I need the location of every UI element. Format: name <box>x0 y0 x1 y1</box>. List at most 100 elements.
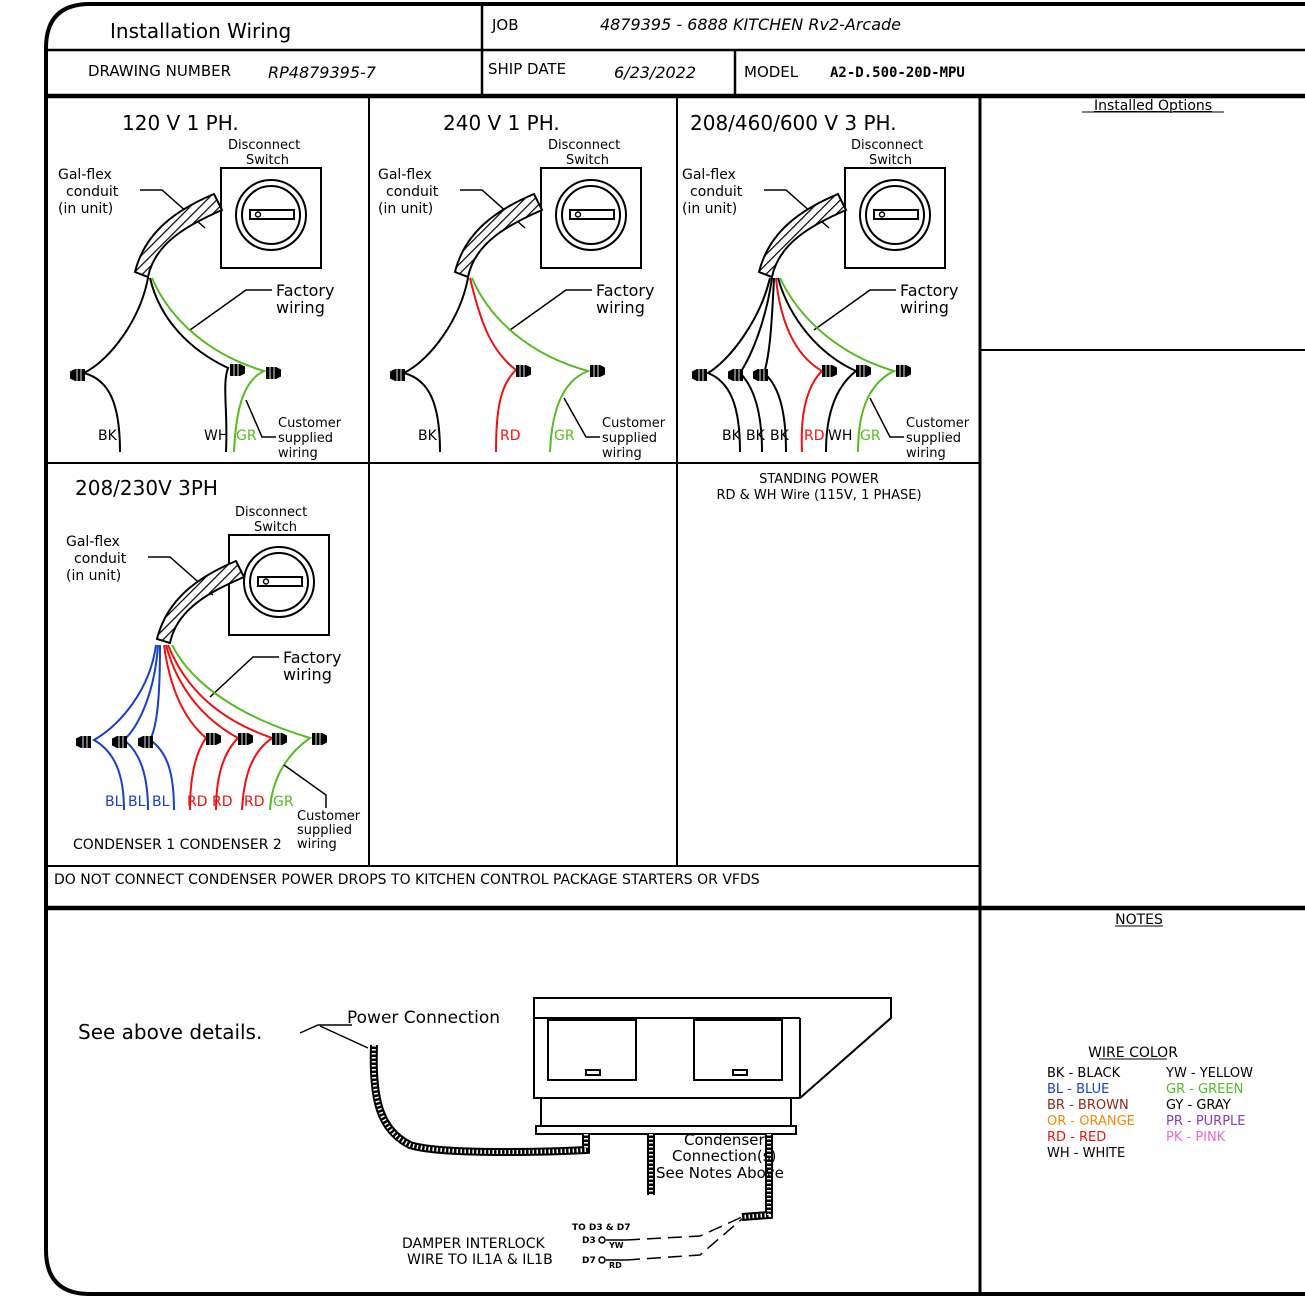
customer-label-2: supplied <box>297 823 352 838</box>
customer-label-3: wiring <box>906 446 946 461</box>
d7-label: D7 <box>582 1256 596 1266</box>
wire-label: GR <box>236 428 257 444</box>
wire-color-entry: PK - PINK <box>1166 1130 1226 1145</box>
gal-flex-conduit <box>757 192 848 279</box>
factory-label-1: Factory <box>283 648 341 667</box>
disconnect-switch-icon <box>228 534 330 636</box>
exhaust-hood-icon <box>533 997 892 1135</box>
model-label: MODEL <box>744 63 799 81</box>
wire-label: BK <box>98 428 118 444</box>
wire-color-entry: BR - BROWN <box>1047 1098 1129 1113</box>
disconnect-label-2: Switch <box>566 153 609 168</box>
wire-color-entry: BL - BLUE <box>1047 1082 1109 1097</box>
disconnect-label-1: Disconnect <box>851 138 923 153</box>
condenser-label-2: Connection(s) <box>672 1147 776 1165</box>
wire-label: BL <box>105 794 123 810</box>
factory-label-2: wiring <box>900 298 949 317</box>
panel-title: 208/460/600 V 3 PH. <box>690 111 897 135</box>
wire-label: GR <box>273 794 294 810</box>
conduit-label-2: conduit <box>66 184 119 200</box>
customer-label-2: supplied <box>278 431 333 446</box>
wire-label: GR <box>554 428 575 444</box>
wire-label: RD <box>500 428 521 444</box>
wire-color-title: WIRE COLOR <box>1088 1045 1178 1061</box>
wire-color-entry: BK - BLACK <box>1047 1066 1121 1081</box>
see-above-label: See above details. <box>78 1020 262 1044</box>
drawing-number-value: RP4879395-7 <box>268 63 377 82</box>
customer-label-3: wiring <box>278 446 318 461</box>
panel-title: 240 V 1 PH. <box>443 111 560 135</box>
damper-wire <box>625 1216 743 1241</box>
conduit-label-1: Gal-flex <box>58 167 112 183</box>
wire-color-entry: YW - YELLOW <box>1165 1066 1253 1081</box>
job-label: JOB <box>491 16 519 34</box>
factory-label-1: Factory <box>276 281 334 300</box>
wire-label: WH <box>204 428 228 444</box>
condenser-label-3: See Notes Above <box>656 1164 784 1182</box>
condenser-label-1: Condenser <box>684 1131 765 1149</box>
conduit-label-1: Gal-flex <box>682 167 736 183</box>
conduit-label-2: conduit <box>386 184 439 200</box>
disconnect-switch-icon <box>540 167 642 269</box>
damper-label-2: WIRE TO IL1A & IL1B <box>407 1252 553 1268</box>
panel-240v-1ph: 240 V 1 PH. Disconnect Switch Gal-flex c… <box>378 111 666 461</box>
conduit-label-3: (in unit) <box>378 201 433 217</box>
factory-label-1: Factory <box>596 281 654 300</box>
installed-options-heading: Installed Options <box>1094 98 1212 114</box>
disconnect-label-1: Disconnect <box>548 138 620 153</box>
gal-flex-conduit <box>155 559 246 645</box>
wire-label: BK <box>746 428 766 444</box>
warning-text: DO NOT CONNECT CONDENSER POWER DROPS TO … <box>54 872 760 888</box>
customer-label-3: wiring <box>602 446 642 461</box>
customer-label-2: supplied <box>906 431 961 446</box>
wire-label: RD <box>804 428 825 444</box>
condenser-footer: CONDENSER 1 CONDENSER 2 <box>73 837 282 853</box>
wire-label: RD <box>212 794 233 810</box>
factory-label-2: wiring <box>276 298 325 317</box>
unit-installation-detail: See above details. Power Connection Cond… <box>78 997 892 1270</box>
disconnect-label-2: Switch <box>246 153 289 168</box>
wire-label: BL <box>128 794 146 810</box>
wire-label: BK <box>418 428 438 444</box>
wire-color-entry: RD - RED <box>1047 1130 1106 1145</box>
customer-label-1: Customer <box>906 416 970 431</box>
wire-color-entry: GR - GREEN <box>1166 1082 1243 1097</box>
standing-power-title: STANDING POWER <box>759 472 879 487</box>
wire-label: BK <box>770 428 790 444</box>
panel-208-230v-3ph: 208/230V 3PH Disconnect Switch Gal-flex … <box>66 476 361 853</box>
customer-label-1: Customer <box>278 416 342 431</box>
wire-label: GR <box>860 428 881 444</box>
damper-wire <box>625 1218 743 1261</box>
d3-label: D3 <box>582 1236 596 1246</box>
wire-color-entry: PR - PURPLE <box>1166 1114 1246 1129</box>
wire-label: RD <box>244 794 265 810</box>
conduit-label-3: (in unit) <box>682 201 737 217</box>
wire-label: WH <box>828 428 852 444</box>
ship-date-label: SHIP DATE <box>488 60 566 78</box>
drawing-number-label: DRAWING NUMBER <box>88 62 231 80</box>
power-connection-label: Power Connection <box>347 1008 500 1028</box>
conduit-label-1: Gal-flex <box>378 167 432 183</box>
panel-title: 120 V 1 PH. <box>122 111 239 135</box>
model-value: A2-D.500-20D-MPU <box>830 65 965 81</box>
disconnect-label-2: Switch <box>254 520 297 535</box>
rd-label: RD <box>609 1261 622 1270</box>
conduit-label-2: conduit <box>74 551 127 567</box>
wire-label: BL <box>152 794 170 810</box>
disconnect-switch-icon <box>844 167 946 269</box>
disconnect-label-2: Switch <box>869 153 912 168</box>
disconnect-label-1: Disconnect <box>235 505 307 520</box>
yw-label: YW <box>608 1241 624 1250</box>
panel-120v-1ph: 120 V 1 PH. Disconnect Switch Gal-flex c… <box>58 111 342 461</box>
standing-power-desc: RD & WH Wire (115V, 1 PHASE) <box>716 488 921 503</box>
customer-label-2: supplied <box>602 431 657 446</box>
disconnect-label-1: Disconnect <box>228 138 300 153</box>
conduit-label-1: Gal-flex <box>66 534 120 550</box>
conduit-label-3: (in unit) <box>58 201 113 217</box>
wire-color-entry: GY - GRAY <box>1166 1098 1231 1113</box>
factory-label-2: wiring <box>596 298 645 317</box>
